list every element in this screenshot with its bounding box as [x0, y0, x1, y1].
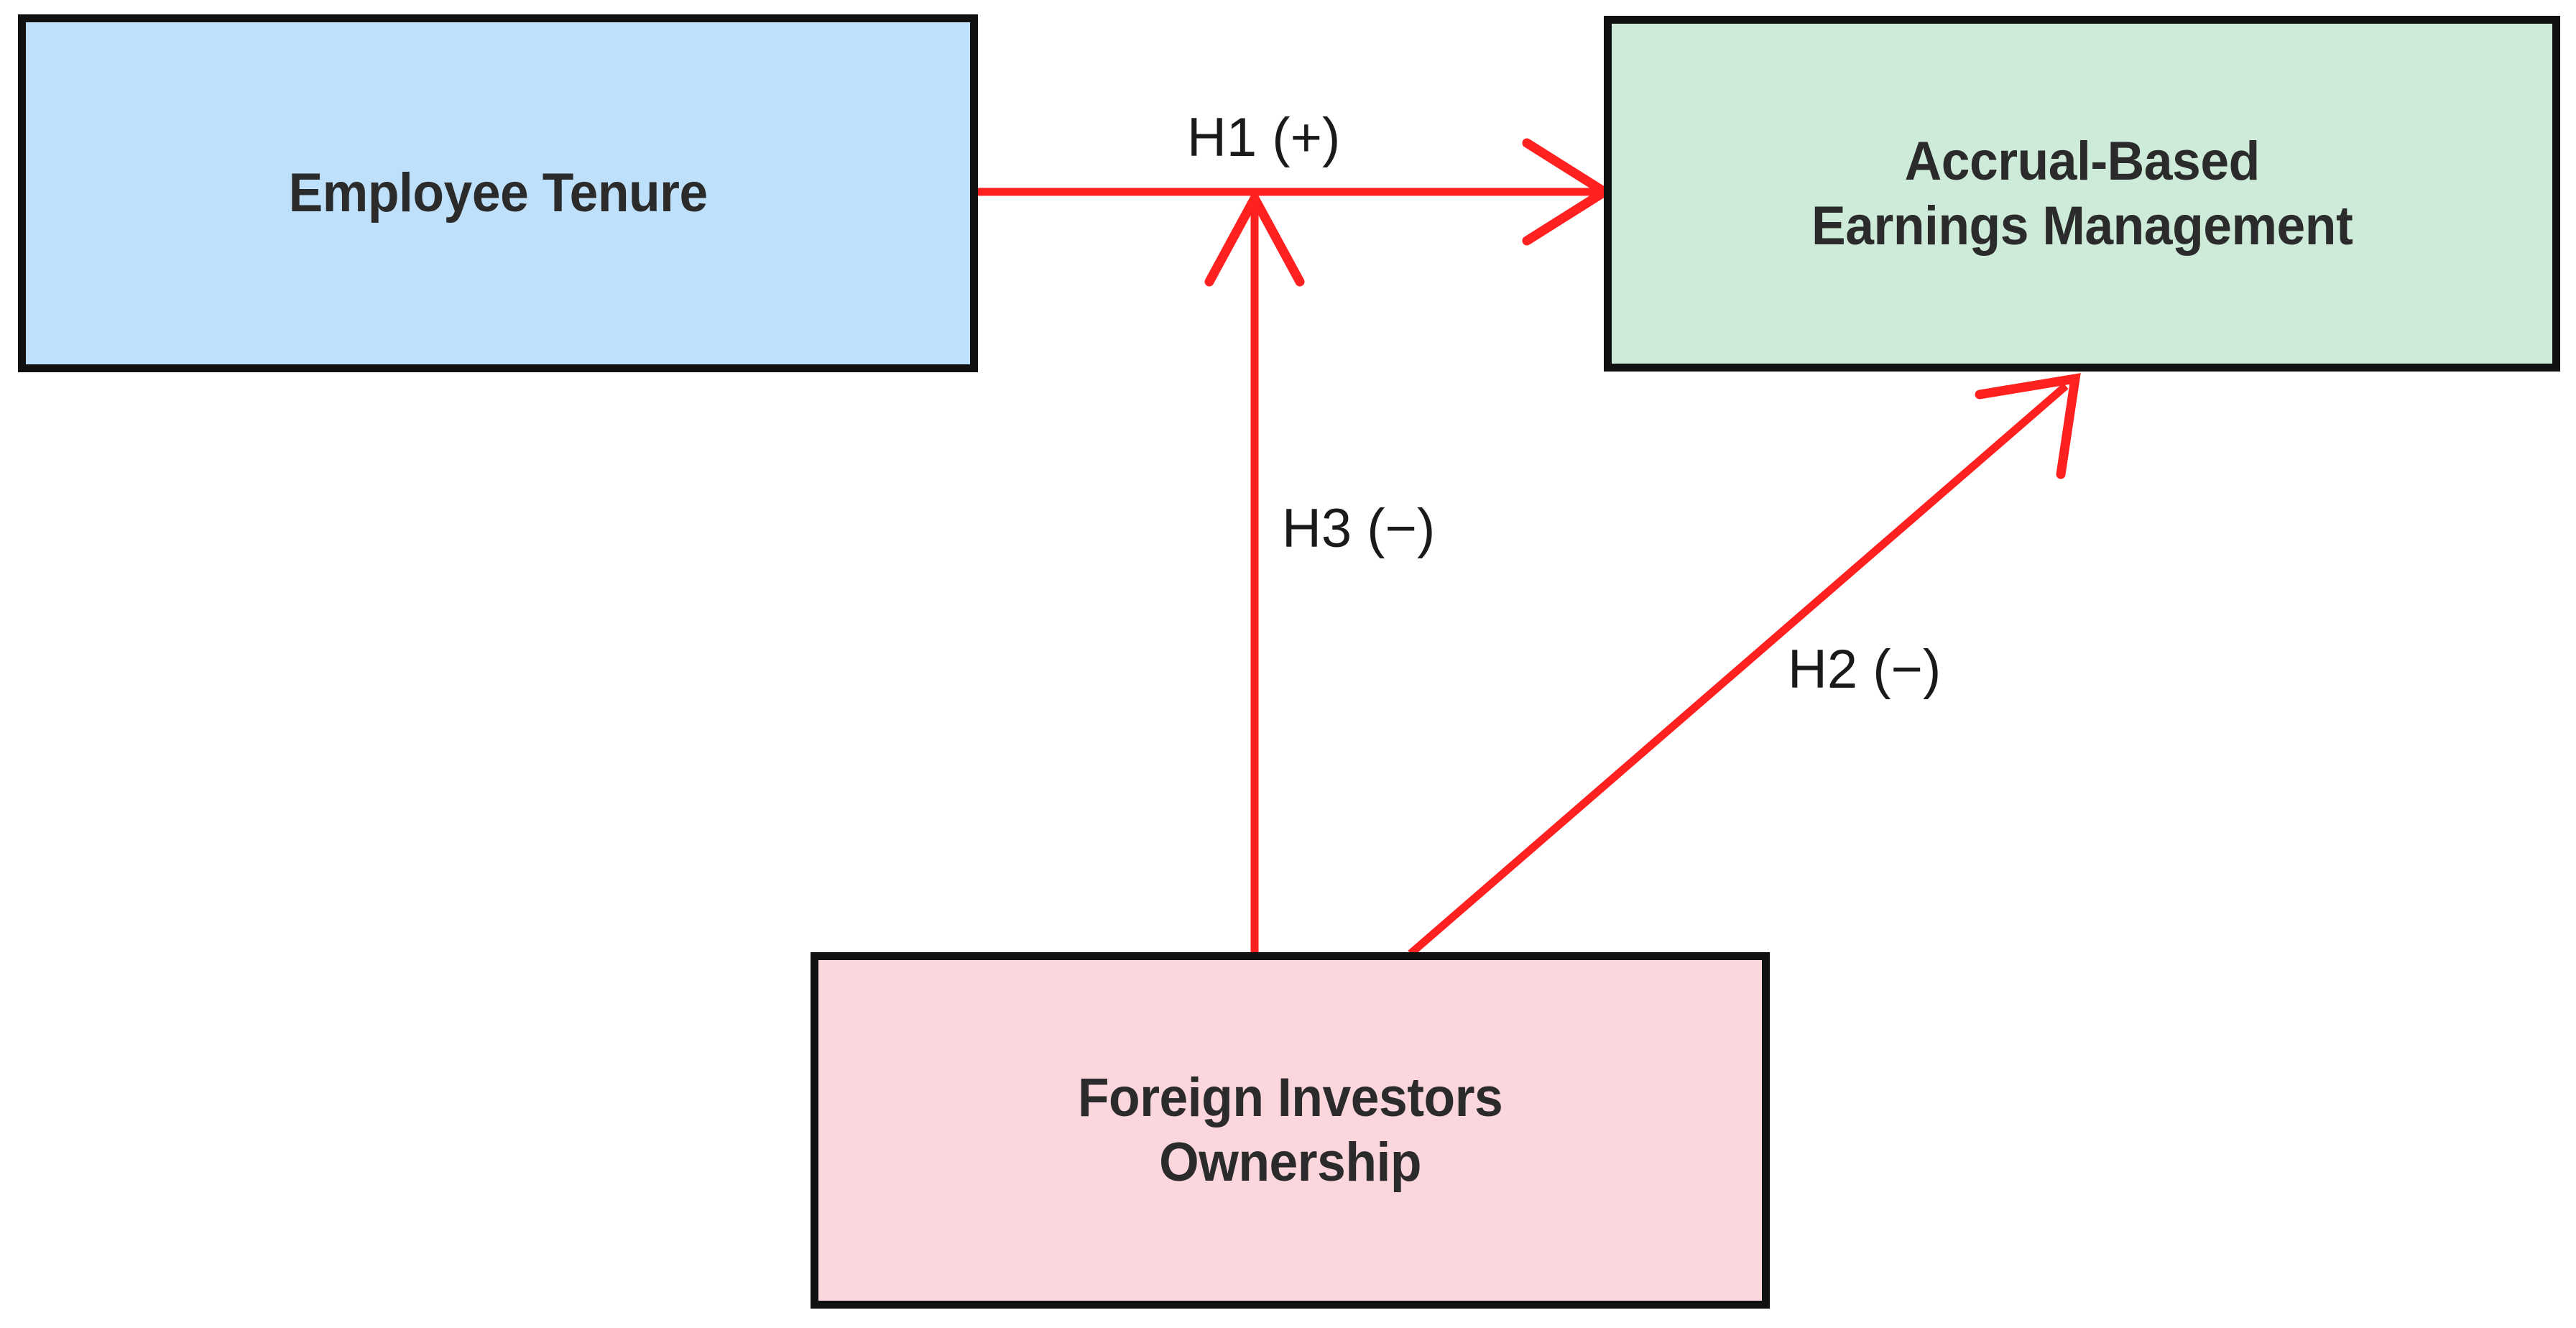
arrow-h3: [1204, 188, 1305, 952]
arrow-h2: [1408, 373, 2081, 957]
node-accrual-based-earnings-management-label: Accrual-Based Earnings Management: [1811, 130, 2353, 257]
node-employee-tenure[interactable]: Employee Tenure: [18, 14, 978, 372]
node-accrual-based-earnings-management[interactable]: Accrual-Based Earnings Management: [1604, 16, 2560, 372]
node-employee-tenure-label: Employee Tenure: [288, 162, 708, 224]
node-foreign-investors-ownership[interactable]: Foreign Investors Ownership: [811, 952, 1770, 1309]
edge-label-h2: H2 (−): [1788, 639, 1942, 700]
edge-label-h3: H3 (−): [1282, 498, 1436, 559]
edge-label-h1: H1 (+): [1187, 107, 1341, 168]
node-foreign-investors-ownership-label: Foreign Investors Ownership: [1077, 1067, 1503, 1193]
